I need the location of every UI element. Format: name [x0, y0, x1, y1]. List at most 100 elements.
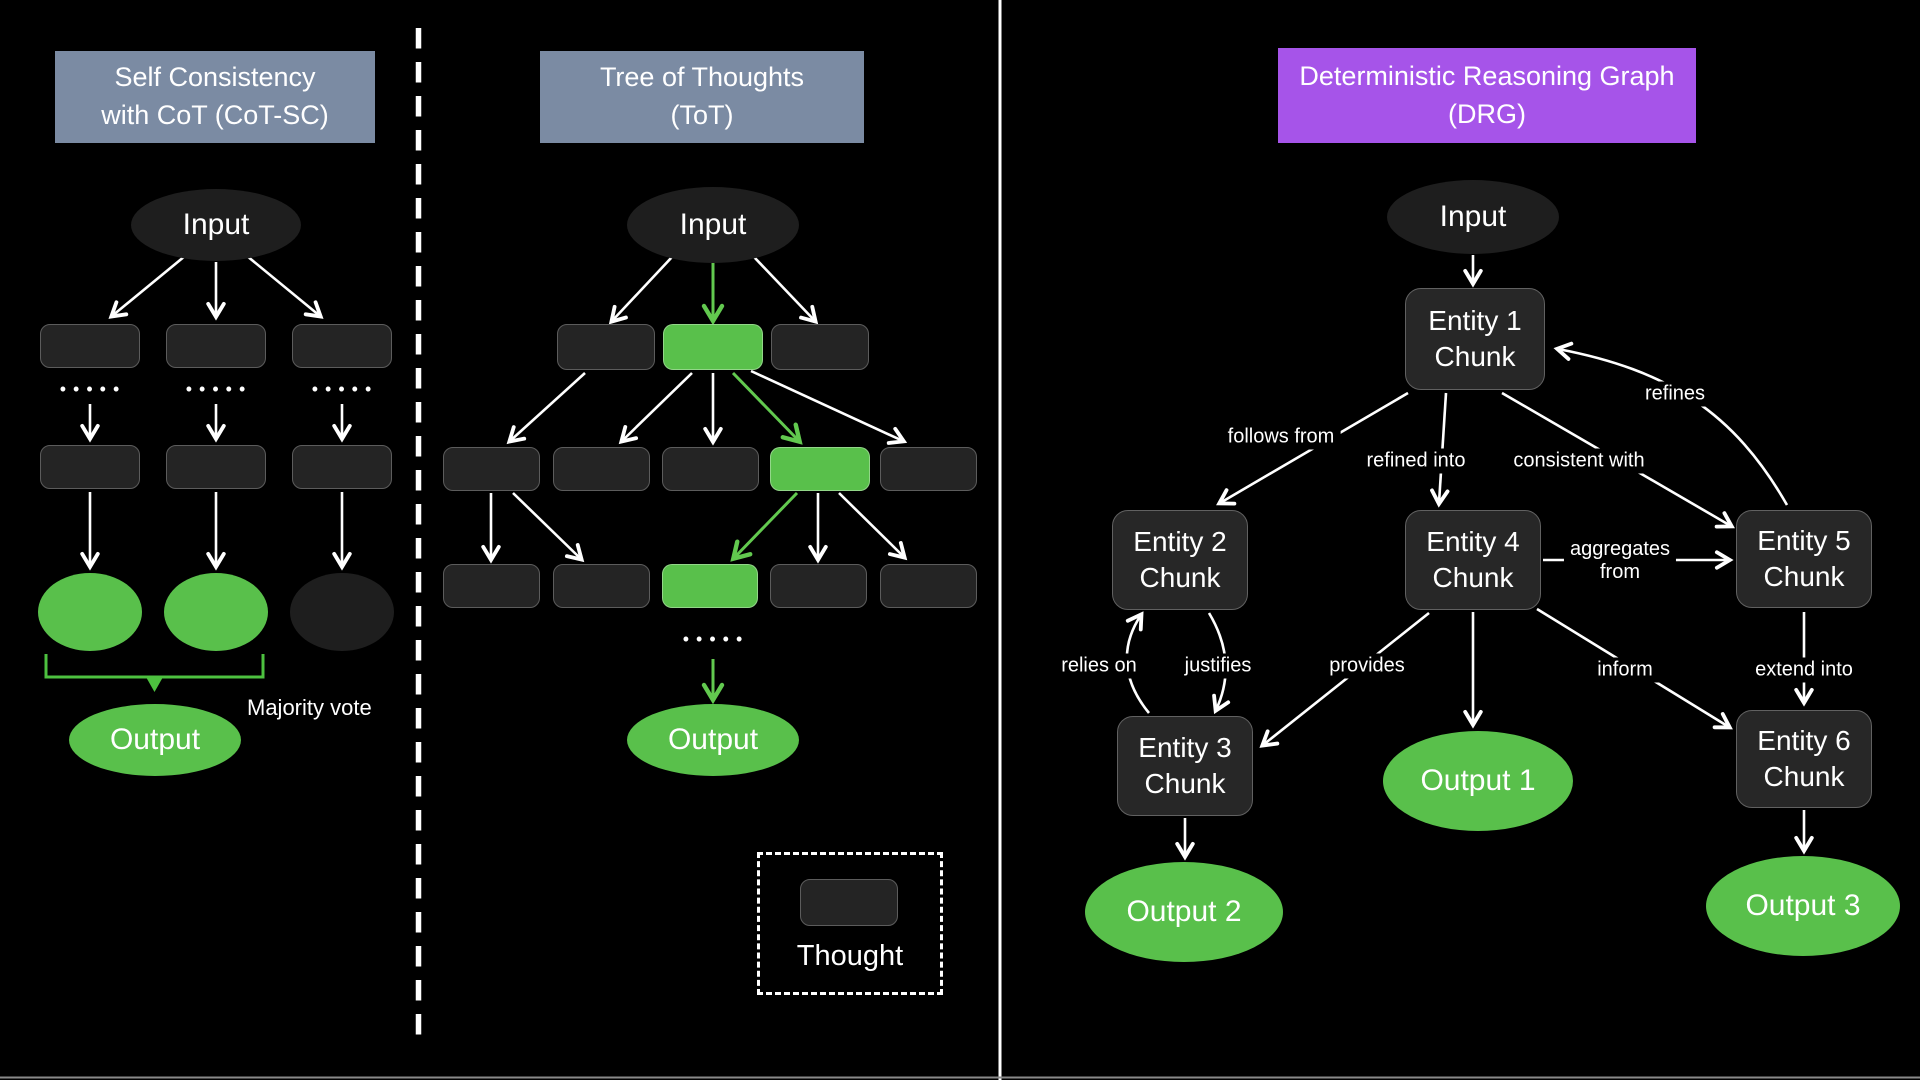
tot-thought-r3c1 [443, 564, 540, 608]
thought-legend-swatch [800, 879, 898, 926]
tot-thought-r3c2 [553, 564, 650, 608]
drg-entity6-line1: Entity 6 [1757, 724, 1851, 756]
cotsc-output-node: Output [69, 704, 241, 776]
drg-entity2-node: Entity 2 Chunk [1112, 510, 1248, 610]
tot-thought-r2c1 [443, 447, 540, 491]
drg-entity2-line1: Entity 2 [1133, 525, 1227, 557]
cotsc-thought-r1c2 [166, 324, 266, 368]
tot-thought-r1c1 [557, 324, 655, 370]
drg-entity2-line2: Chunk [1139, 562, 1221, 593]
cotsc-thought-r1c1 [40, 324, 140, 368]
tot-edge-r2b1-r3b2 [512, 492, 585, 563]
cotsc-input-node: Input [131, 189, 301, 261]
drg-label-follows-from: follows from [1221, 424, 1341, 450]
cotsc-result-node-3 [290, 573, 394, 651]
drg-label-refined-into: refined into [1360, 448, 1472, 474]
drg-entity5-line1: Entity 5 [1757, 524, 1851, 556]
drg-title-line1: Deterministic Reasoning Graph [1299, 60, 1675, 91]
drg-input-node: Input [1387, 180, 1559, 254]
drg-entity4-line2: Chunk [1432, 562, 1514, 593]
tot-edge-input-t1 [608, 256, 673, 325]
drg-input-label: Input [1439, 200, 1507, 233]
drg-label-aggregates-from: aggregates from [1563, 537, 1677, 585]
drg-label-relies-on: relies on [1055, 653, 1143, 679]
drg-label-consistent-with: consistent with [1507, 448, 1651, 474]
cotsc-thought-r2c2 [166, 445, 266, 489]
tot-edge-g1-g4-green [731, 371, 803, 445]
cotsc-thought-r2c1 [40, 445, 140, 489]
tot-input-node: Input [627, 187, 799, 263]
cotsc-thought-r1c3 [292, 324, 392, 368]
thought-legend: Thought [757, 852, 943, 995]
drg-entity1-line2: Chunk [1434, 341, 1516, 372]
cotsc-dots-3: • • • • • [311, 379, 373, 399]
tot-thought-r2c2 [553, 447, 650, 491]
drg-entity6-line2: Chunk [1763, 761, 1845, 792]
tot-header: Tree of Thoughts (ToT) [540, 51, 864, 143]
tot-dots: • • • • • [682, 629, 744, 649]
cotsc-header: Self Consistency with CoT (CoT-SC) [55, 51, 375, 143]
majority-vote-label: Majority vote [247, 695, 372, 720]
cotsc-edge-input-branch1 [108, 254, 186, 319]
drg-entity3-line2: Chunk [1144, 768, 1226, 799]
drg-entity5-line2: Chunk [1763, 561, 1845, 592]
drg-output3-label: Output 3 [1745, 889, 1861, 922]
drg-entity5-node: Entity 5 Chunk [1736, 510, 1872, 608]
drg-entity4-line1: Entity 4 [1426, 525, 1520, 557]
drg-output1-label: Output 1 [1420, 764, 1536, 797]
tot-thought-r3c4 [770, 564, 867, 608]
tot-edge-t1-r2b1 [506, 372, 586, 445]
drg-label-aggregates-line2: from [1599, 561, 1640, 583]
drg-header: Deterministic Reasoning Graph (DRG) [1278, 48, 1696, 143]
tot-title-line1: Tree of Thoughts [599, 62, 805, 93]
drg-label-provides: provides [1323, 653, 1411, 679]
cotsc-edge-input-branch3 [246, 254, 324, 319]
drg-output2-label: Output 2 [1126, 895, 1242, 928]
tot-edge-g4-r3b5 [838, 492, 908, 561]
majority-vote-bracket [44, 654, 265, 679]
drg-entity6-node: Entity 6 Chunk [1736, 710, 1872, 808]
tot-thought-r3c5 [880, 564, 977, 608]
drg-title-line2: (DRG) [1448, 98, 1526, 129]
drg-edge-provides [1259, 611, 1430, 748]
tot-thought-r3c3-selected [662, 564, 758, 608]
cotsc-dots-2: • • • • • [185, 379, 247, 399]
drg-output1-node: Output 1 [1383, 731, 1573, 831]
drg-edge-refined-into [1430, 392, 1450, 508]
cotsc-title-line1: Self Consistency [114, 62, 316, 93]
cotsc-thought-r2c3 [292, 445, 392, 489]
tot-thought-r2c3 [662, 447, 759, 491]
majority-vote-bracket-pointer [146, 677, 163, 692]
drg-entity4-node: Entity 4 Chunk [1405, 510, 1541, 610]
drg-entity1-line1: Entity 1 [1428, 304, 1522, 336]
thought-legend-label: Thought [796, 940, 904, 972]
tot-thought-r1c3 [771, 324, 869, 370]
drg-label-justifies: justifies [1178, 653, 1258, 679]
tot-thought-r2c4-selected [770, 447, 870, 491]
cotsc-result-node-2 [164, 573, 268, 651]
cotsc-input-label: Input [182, 208, 250, 241]
drg-label-refines: refines [1638, 381, 1712, 407]
drg-label-extend-into: extend into [1749, 657, 1859, 683]
tot-thought-r1c2-selected [663, 324, 763, 370]
drg-output2-node: Output 2 [1085, 862, 1283, 962]
drg-label-aggregates-line1: aggregates [1569, 538, 1671, 560]
tot-edge-g1-r2b5 [750, 369, 908, 445]
tot-output-node: Output [627, 704, 799, 776]
tot-output-label: Output [667, 723, 759, 756]
cotsc-output-label: Output [109, 723, 201, 756]
drg-entity1-node: Entity 1 Chunk [1405, 288, 1545, 390]
tot-title-line2: (ToT) [670, 100, 734, 130]
cotsc-title-line2: with CoT (CoT-SC) [101, 100, 329, 130]
tot-input-label: Input [679, 208, 747, 241]
drg-entity3-line1: Entity 3 [1138, 731, 1232, 763]
drg-edge-refines [1553, 341, 1789, 506]
cotsc-dots-1: • • • • • [59, 379, 121, 399]
tot-thought-r2c5 [880, 447, 977, 491]
drg-output3-node: Output 3 [1706, 856, 1900, 956]
cotsc-result-node-1 [38, 573, 142, 651]
drg-label-inform: inform [1591, 657, 1659, 683]
tot-edge-input-t3 [753, 256, 819, 325]
tot-edge-g1-r2b2 [618, 372, 693, 445]
